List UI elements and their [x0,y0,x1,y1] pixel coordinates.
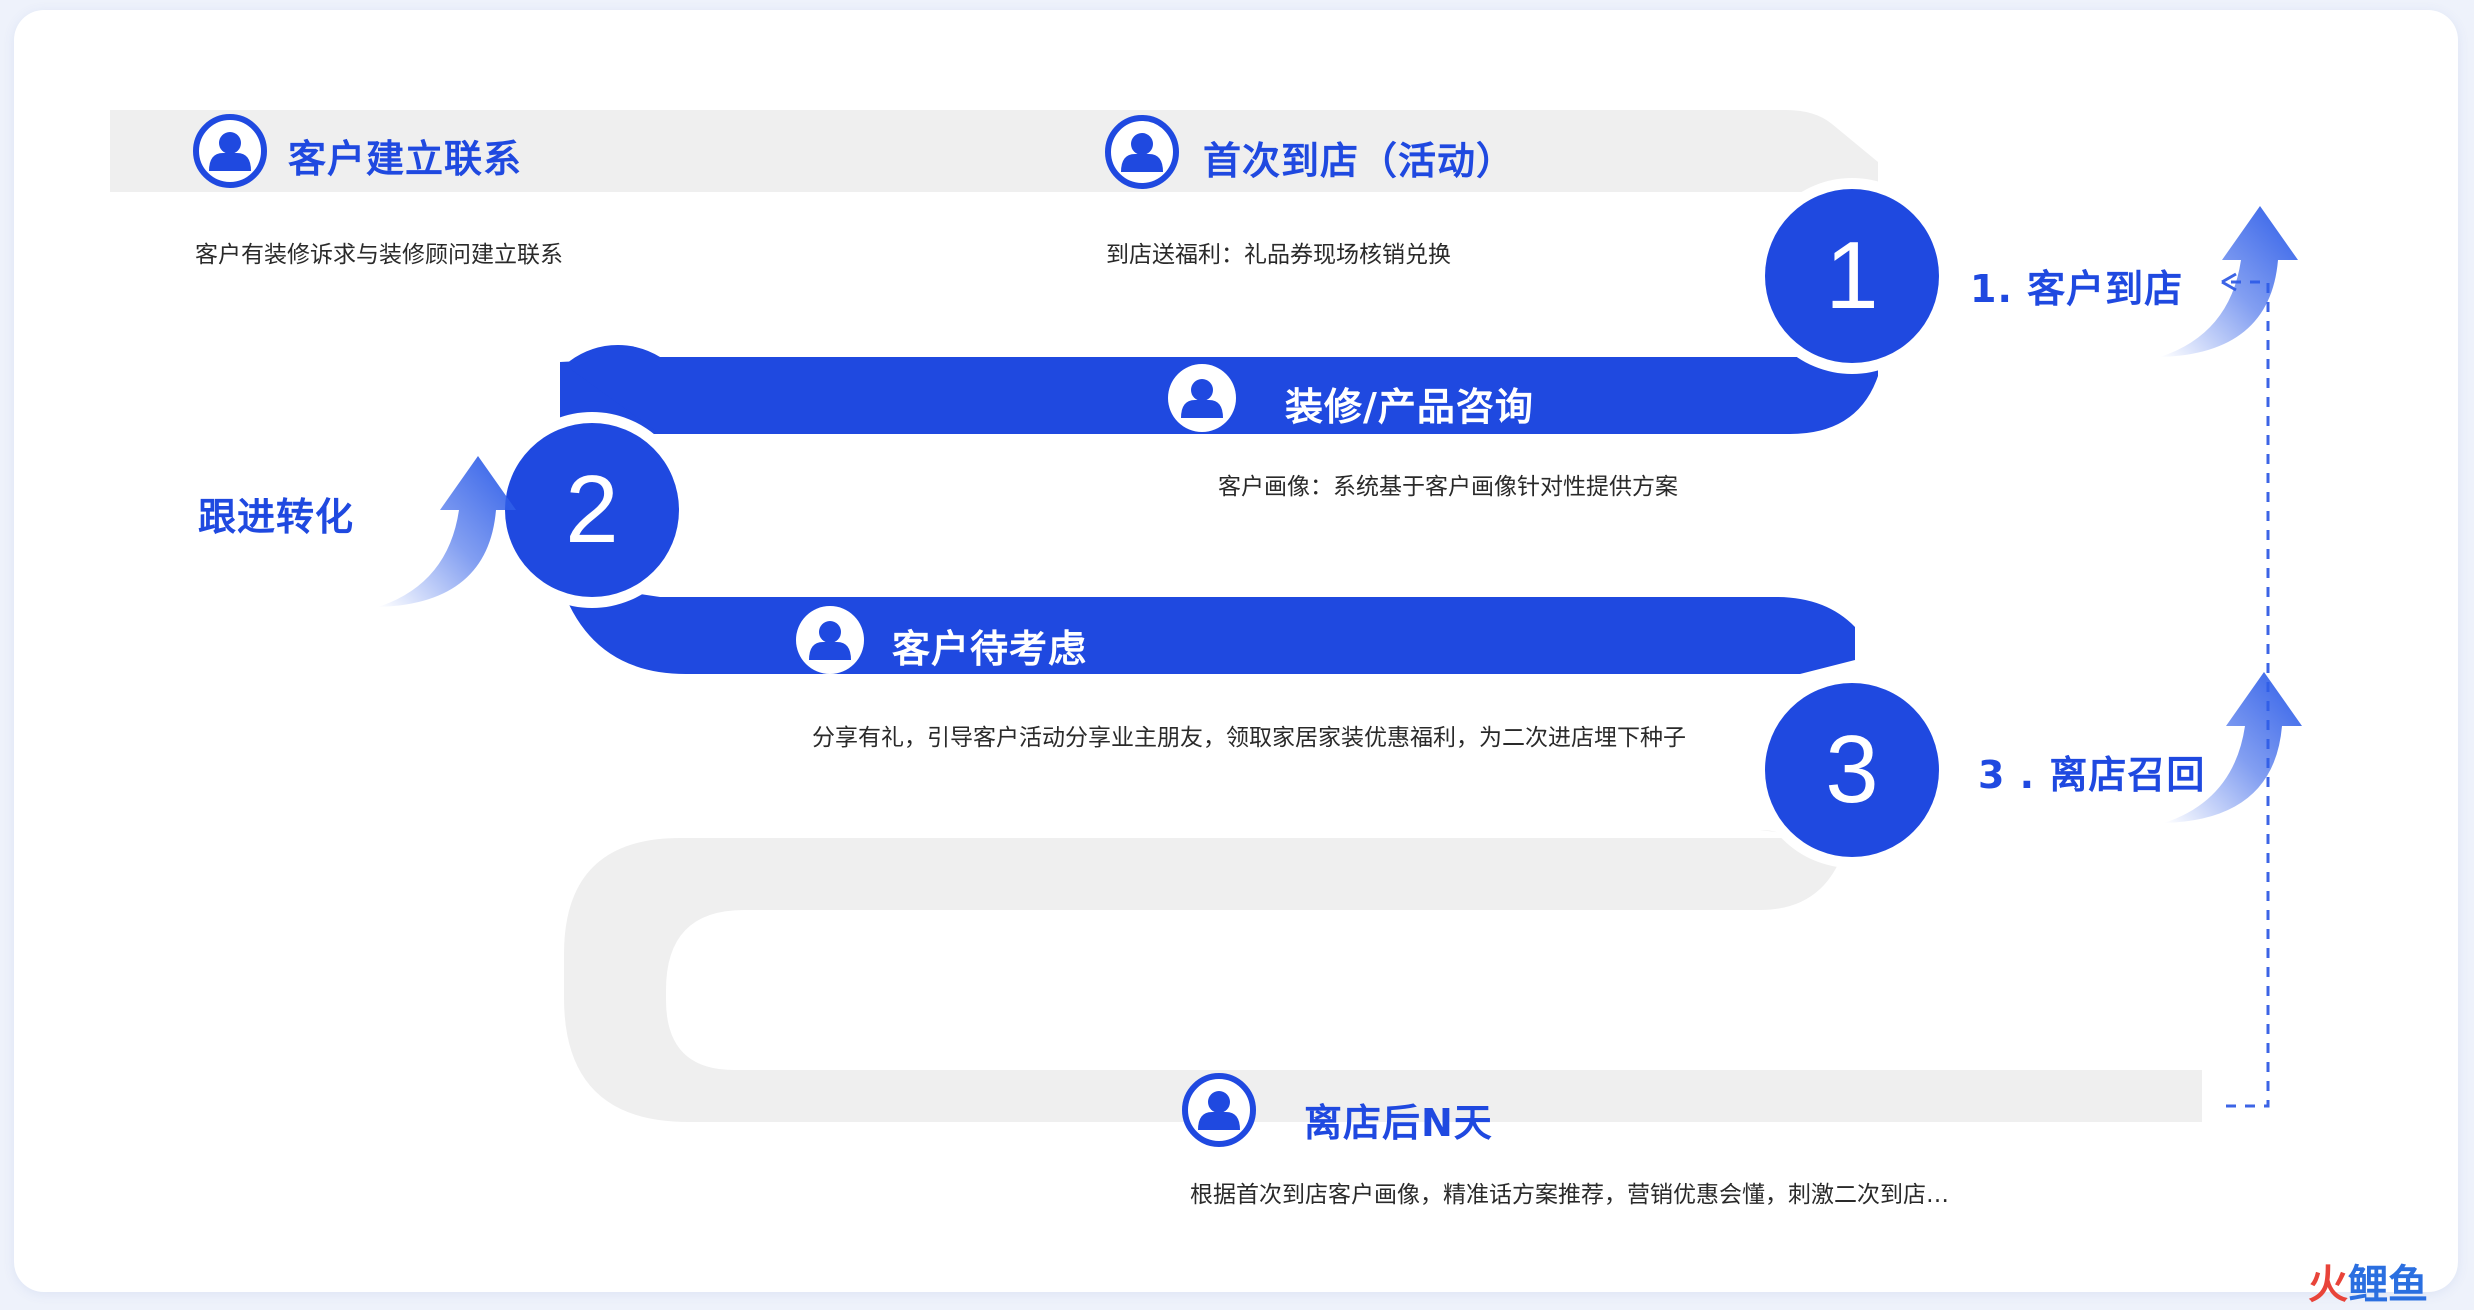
milestone-number-1: 1 [1825,222,1879,329]
milestone-label-follow-up: 跟进转化 [198,495,355,539]
step-desc-after-leave: 根据首次到店客户画像，精准话方案推荐，营销优惠会懂，刺激二次到店… [1190,1182,1949,1208]
watermark-logo: 火鲤鱼 [2308,1252,2428,1310]
milestone-circle-2 [494,412,690,608]
step-title-considering: 客户待考虑 [892,627,1088,671]
step-desc-consult: 客户画像：系统基于客户画像针对性提供方案 [1218,474,1678,500]
milestone-circle-3 [1754,672,1950,868]
person-circle-icon [796,606,864,674]
watermark-part-2: 鲤鱼 [2348,1262,2428,1308]
dashed-return-line [2226,280,2270,1108]
dashed-arrow-head-icon [2221,272,2237,292]
track-grey-loop [564,830,2202,1122]
milestone-label-recall: 3 . 离店召回 [1978,753,2206,797]
track-top [110,110,1878,192]
watermark-part-1: 火 [2308,1262,2348,1308]
person-circle-icon [1168,364,1236,432]
track-blue-lower [560,582,1855,674]
milestone-number-2: 2 [565,456,619,563]
curved-up-arrow-icon [378,456,516,607]
step-title-consult: 装修/产品咨询 [1285,385,1534,429]
step-title-first-visit: 首次到店（活动） [1203,139,1516,183]
milestone-circle-1 [1754,178,1950,374]
person-circle-icon [1185,1076,1253,1144]
milestone-label-arrive: 1. 客户到店 [1970,267,2184,311]
step-title-contact: 客户建立联系 [288,137,523,181]
step-desc-considering: 分享有礼，引导客户活动分享业主朋友，领取家居家装优惠福利，为二次进店埋下种子 [812,725,1686,751]
step-desc-contact: 客户有装修诉求与装修顾问建立联系 [195,242,563,268]
person-circle-icon [196,117,264,185]
track-blue-upper-curve [565,345,660,434]
milestone-number-3: 3 [1825,716,1879,823]
person-circle-icon [1108,118,1176,186]
step-desc-first-visit: 到店送福利：礼品券现场核销兑换 [1106,242,1451,268]
step-title-after-leave: 离店后N天 [1304,1101,1493,1145]
